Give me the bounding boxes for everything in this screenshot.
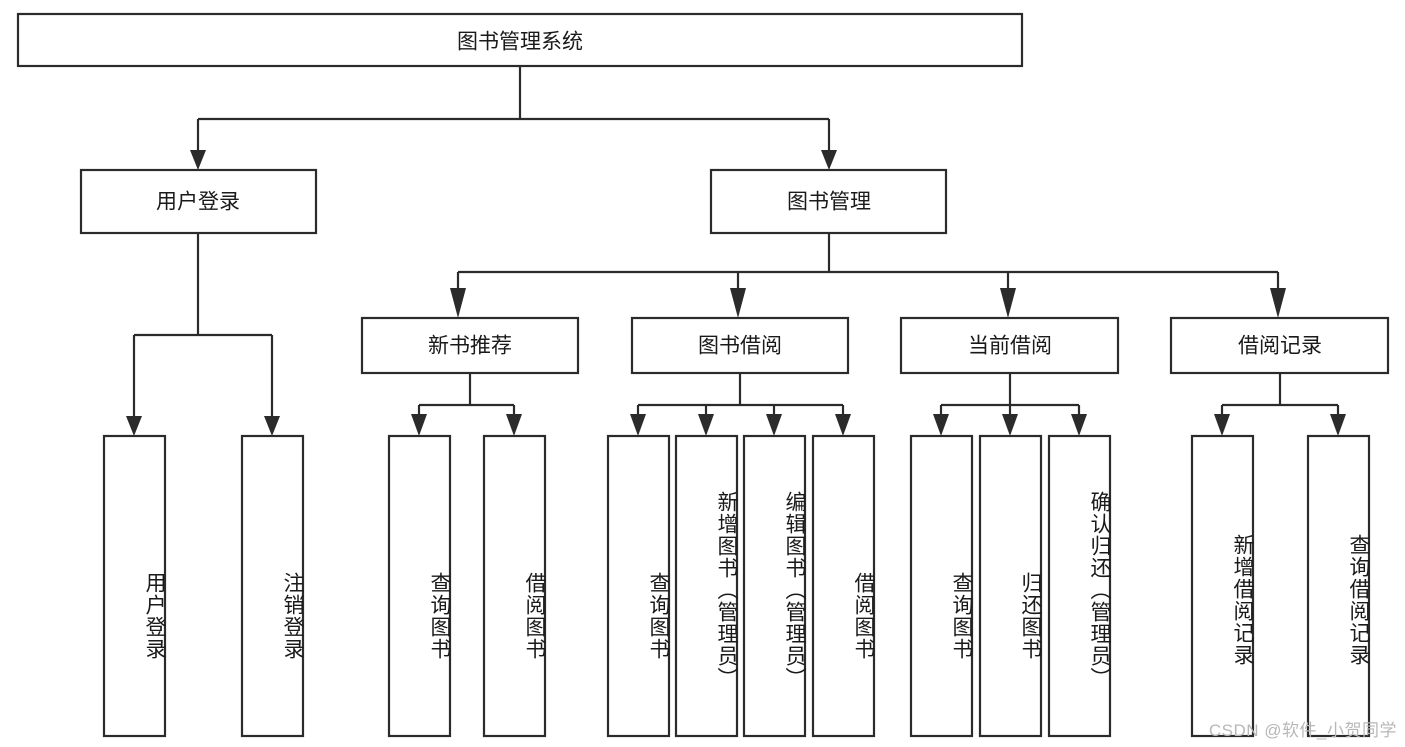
node-book-borrow-box[interactable] <box>630 316 850 375</box>
arrow-to-leaf-query-record <box>1330 414 1346 436</box>
node-borrow-record-label: 借阅记录 <box>1238 335 1322 358</box>
node-leaf-logout-box[interactable] <box>240 434 305 738</box>
node-current-borrow-box[interactable] <box>899 316 1120 375</box>
node-leaf-add-record-box[interactable] <box>1190 434 1255 738</box>
arrow-to-user-login <box>190 150 206 170</box>
node-current-borrow-label: 当前借阅 <box>968 335 1052 358</box>
csdn-watermark: CSDN @软件_小贺同学 <box>1208 721 1397 740</box>
arrow-to-current-borrow <box>1000 288 1016 318</box>
node-book-manage-box[interactable] <box>709 168 948 235</box>
node-leaf-query-book-3-box[interactable] <box>909 434 974 738</box>
arrow-to-leaf-query-book-1 <box>411 414 427 436</box>
node-leaf-borrow-book-2-box[interactable] <box>811 434 876 738</box>
node-leaf-edit-book-box[interactable] <box>742 434 807 738</box>
arrow-to-leaf-query-book-3 <box>933 414 949 436</box>
node-leaf-confirm-return-box[interactable] <box>1047 434 1112 738</box>
arrow-to-leaf-confirm-return <box>1071 414 1087 436</box>
node-leaf-query-book-2-box[interactable] <box>606 434 671 738</box>
node-user-login-label: 用户登录 <box>156 191 240 214</box>
arrow-to-leaf-borrow-book-1 <box>506 414 522 436</box>
node-borrow-record-box[interactable] <box>1169 316 1390 375</box>
node-new-book-recommend-box[interactable] <box>360 316 580 375</box>
arrow-to-leaf-edit-book <box>766 414 782 436</box>
node-root-box[interactable] <box>16 12 1024 68</box>
node-leaf-return-book-box[interactable] <box>978 434 1043 738</box>
arrow-to-leaf-add-record <box>1214 414 1230 436</box>
arrow-to-book-manage <box>821 150 837 170</box>
node-root-label: 图书管理系统 <box>457 31 583 54</box>
node-new-book-recommend-label: 新书推荐 <box>428 335 512 358</box>
connector-layer <box>126 66 1346 436</box>
node-book-borrow-label: 图书借阅 <box>698 335 782 358</box>
arrow-to-leaf-borrow-book-2 <box>835 414 851 436</box>
arrow-to-leaf-logout <box>264 416 280 436</box>
node-leaf-query-book-1-box[interactable] <box>387 434 452 738</box>
arrow-to-book-borrow <box>730 288 746 318</box>
arrow-to-new-book-recommend <box>450 288 466 318</box>
arrow-to-leaf-return-book <box>1002 414 1018 436</box>
node-leaf-add-book-box[interactable] <box>674 434 739 738</box>
node-layer: 图书管理系统 用户登录 图书管理 新书推荐 图书借阅 当前借阅 借阅记录 <box>16 12 1390 738</box>
arrow-to-leaf-query-book-2 <box>630 414 646 436</box>
node-leaf-user-login-box[interactable] <box>102 434 167 738</box>
node-leaf-borrow-book-1-box[interactable] <box>482 434 547 738</box>
node-user-login-box[interactable] <box>79 168 318 235</box>
arrow-to-borrow-record <box>1270 288 1286 318</box>
node-book-manage-label: 图书管理 <box>787 191 871 214</box>
node-leaf-query-record-box[interactable] <box>1306 434 1371 738</box>
arrow-to-leaf-user-login <box>126 416 142 436</box>
arrow-to-leaf-add-book <box>698 414 714 436</box>
